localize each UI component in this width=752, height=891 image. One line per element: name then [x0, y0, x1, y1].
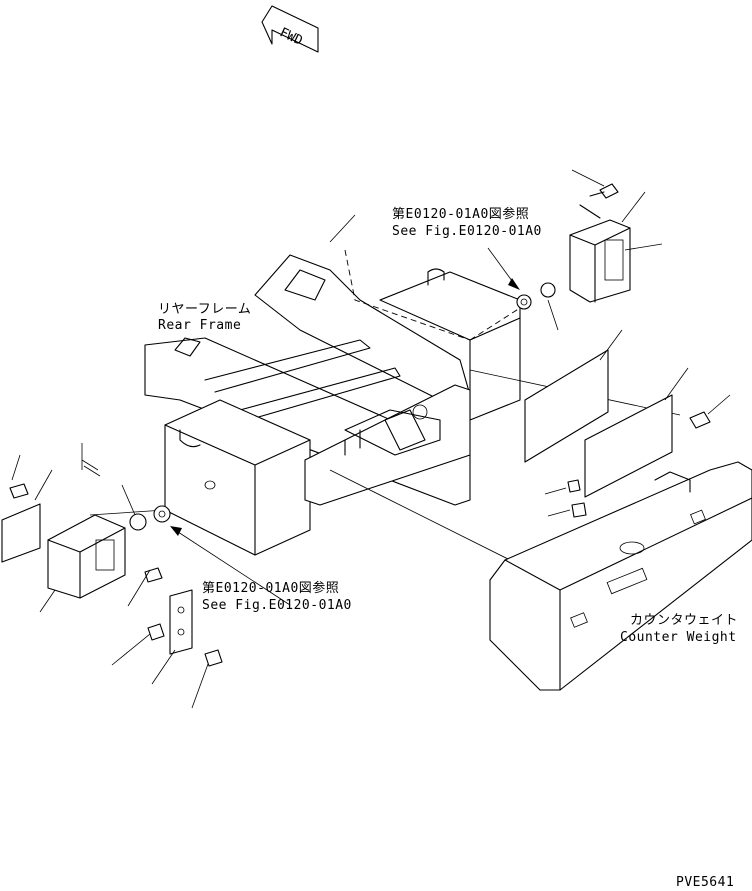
rear-frame: [144, 254, 521, 556]
reference-bottom-en: See Fig.E0120-01A0: [202, 598, 352, 613]
rear-plate-lower: [584, 394, 673, 498]
upper-right-parts: [516, 183, 631, 310]
drawing-code: PVE5641: [676, 875, 735, 890]
counterweight-label-jp: カウンタウェイト: [630, 613, 739, 628]
reference-top-en: See Fig.E0120-01A0: [392, 224, 542, 239]
counterweight-label-en: Counter Weight: [620, 630, 737, 645]
reference-bottom-jp: 第E0120-01A0図参照: [202, 581, 340, 596]
left-side-parts: [1, 459, 223, 667]
rear-frame-label-en: Rear Frame: [158, 318, 242, 333]
rear-frame-label-jp: リヤーフレーム: [158, 302, 252, 317]
counterweight: [489, 461, 752, 691]
reference-top-jp: 第E0120-01A0図参照: [392, 207, 530, 222]
leader-lines: [11, 169, 731, 709]
fwd-arrow-icon: FWD: [261, 5, 319, 53]
rear-plate-upper: [524, 349, 609, 463]
